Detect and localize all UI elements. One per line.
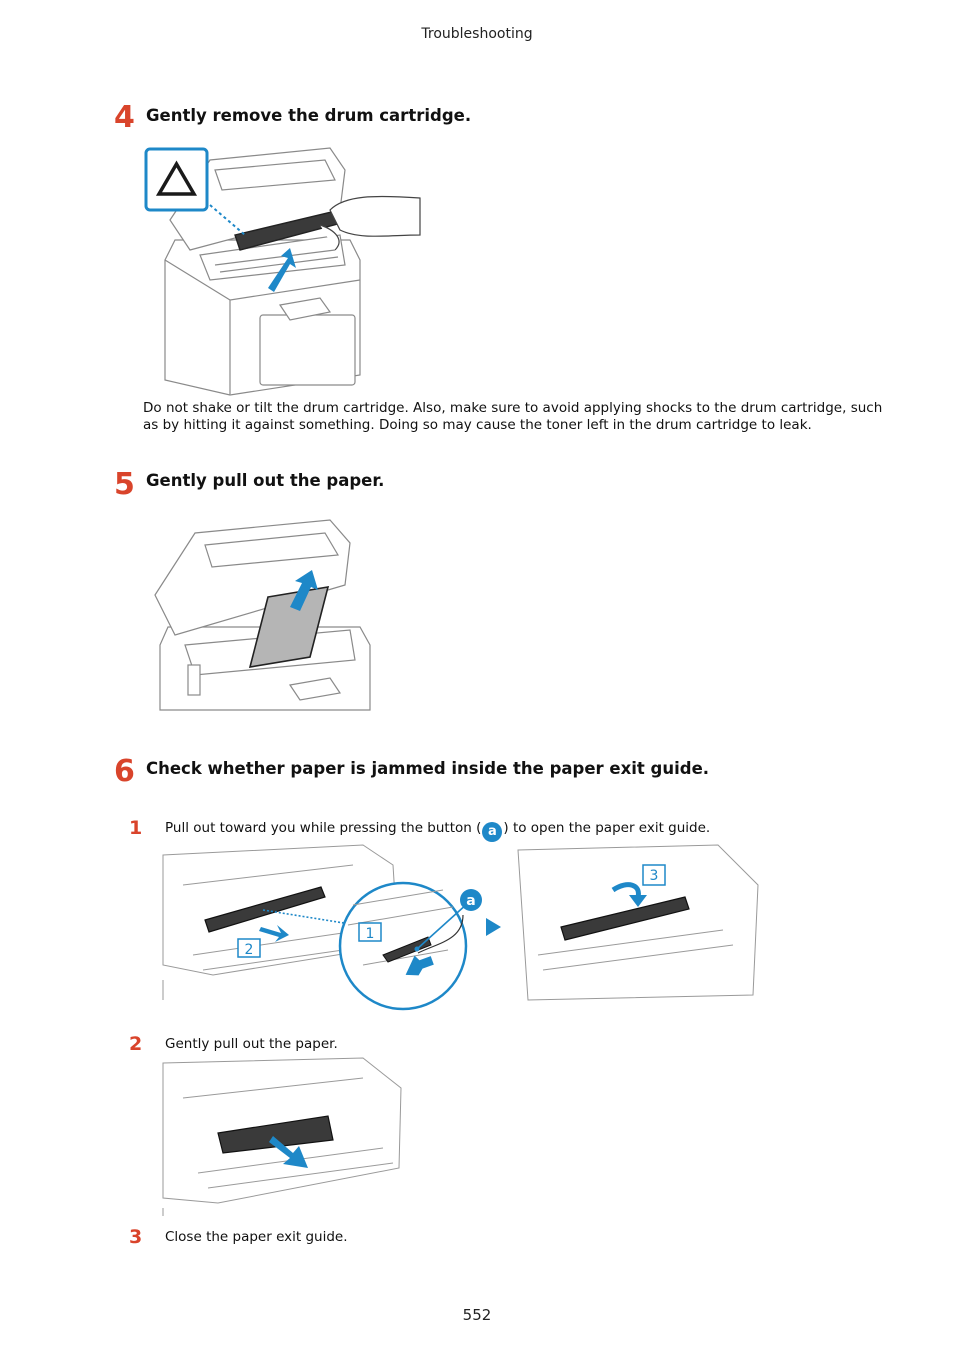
substep-number-3: 3 bbox=[129, 1226, 143, 1248]
substep-text-2: Gently pull out the paper. bbox=[165, 1036, 338, 1052]
paper-exit-guide-illustration bbox=[162, 1057, 402, 1216]
page-header: Troubleshooting bbox=[421, 26, 533, 42]
substep-number-1: 1 bbox=[129, 817, 143, 839]
substep-number-2: 2 bbox=[129, 1033, 143, 1055]
box-label-2: 2 bbox=[245, 942, 254, 958]
exit-guide-open-illustration: 2 a 1 3 bbox=[162, 844, 759, 1011]
step-title-6: Check whether paper is jammed inside the… bbox=[146, 759, 710, 778]
warning-icon bbox=[144, 147, 209, 212]
substep-text-1: Pull out toward you while pressing the b… bbox=[165, 820, 710, 842]
next-arrow-icon bbox=[486, 918, 501, 936]
box-label-1: 1 bbox=[366, 926, 375, 942]
step-title-4: Gently remove the drum cartridge. bbox=[146, 106, 472, 125]
caution-note: Do not shake or tilt the drum cartridge.… bbox=[143, 400, 883, 433]
step-number-5: 5 bbox=[114, 467, 135, 502]
paper-removal-illustration bbox=[154, 519, 371, 711]
step-title-5: Gently pull out the paper. bbox=[146, 471, 385, 490]
drum-removal-illustration bbox=[144, 147, 421, 396]
button-a-badge: a bbox=[482, 822, 503, 842]
substep-text-3: Close the paper exit guide. bbox=[165, 1229, 348, 1245]
box-label-3: 3 bbox=[650, 868, 659, 884]
page-number: 552 bbox=[462, 1306, 492, 1324]
callout-a: a bbox=[466, 893, 475, 909]
step-number-6: 6 bbox=[114, 754, 135, 789]
step-number-4: 4 bbox=[114, 100, 135, 135]
